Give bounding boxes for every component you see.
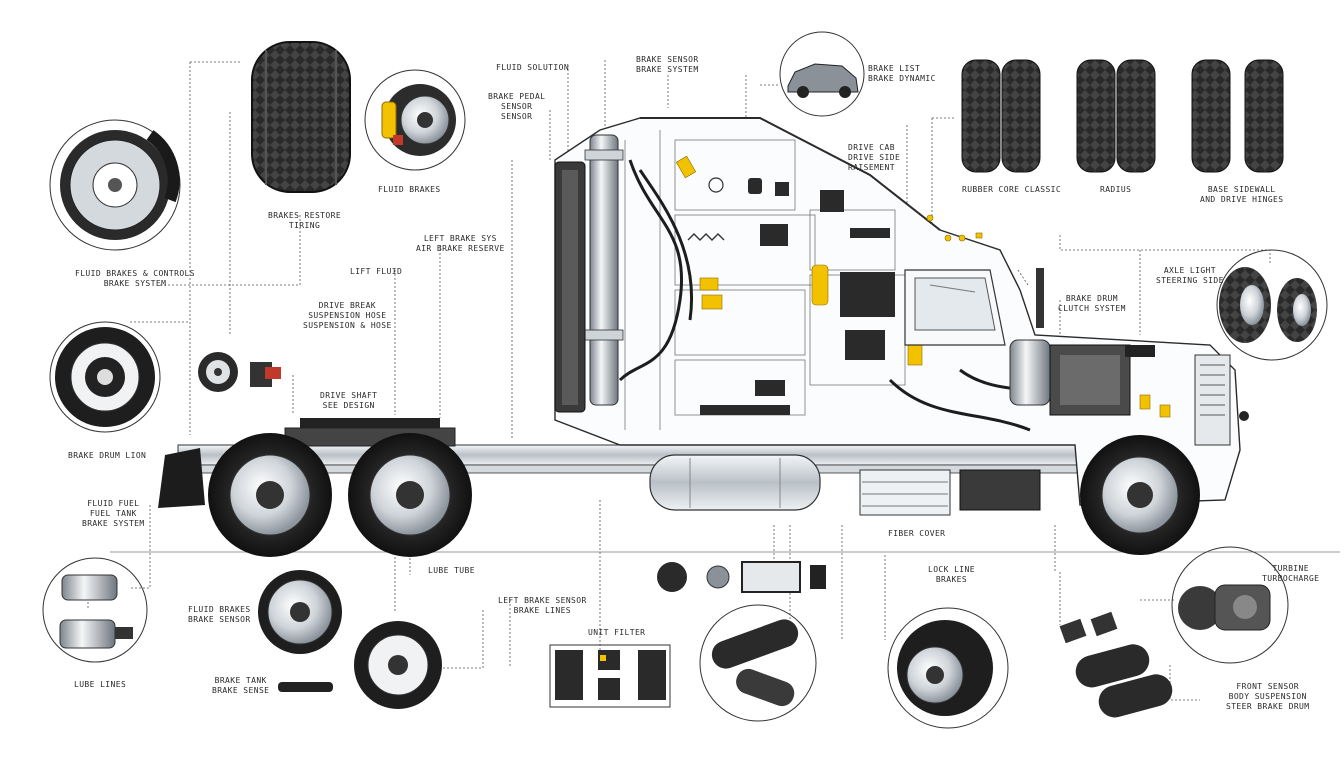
label-fiber-cover: FIBER COVER xyxy=(888,529,946,538)
drum-brake-icon xyxy=(354,621,442,709)
starter-motor-icon xyxy=(42,557,148,663)
tire-icon xyxy=(251,41,351,193)
rear-wheel-1 xyxy=(208,433,332,557)
semi-truck-cutaway xyxy=(158,117,1249,516)
tire-pair-icon xyxy=(961,59,1284,173)
sedan-car-icon xyxy=(779,31,865,117)
label-brake-drum-lion: BRAKE DRUM LION xyxy=(68,451,147,460)
fitting-icons xyxy=(657,561,826,593)
wheel-rim-icon xyxy=(258,570,342,692)
brake-pads-icon xyxy=(1059,611,1173,718)
fan-icon xyxy=(198,352,238,392)
label-rubber-core: RUBBER CORE CLASSIC xyxy=(962,185,1062,194)
turbo-housing-icon xyxy=(887,607,1009,729)
wheel-hub-icon xyxy=(49,321,161,433)
sensor-icon xyxy=(250,362,281,387)
label-unit-filter: UNIT FILTER xyxy=(588,628,646,637)
electronic-module-icon xyxy=(549,644,671,708)
label-fluid-solution: FLUID SOLUTION xyxy=(496,63,570,72)
brake-disc-icon xyxy=(49,119,181,251)
turbocharger-icon xyxy=(1171,546,1289,664)
rear-wheel-2 xyxy=(348,433,472,557)
label-lift-fluid: LIFT FLUID xyxy=(350,267,403,276)
label-fluid-brakes: FLUID BRAKES xyxy=(378,185,441,194)
label-lube-tube: LUBE TUBE xyxy=(428,566,475,575)
front-wheel-detail-icon xyxy=(1216,249,1328,361)
label-radius: RADIUS xyxy=(1100,185,1132,194)
front-wheel xyxy=(1080,435,1200,555)
label-lube-lines: LUBE LINES xyxy=(74,680,127,689)
exhaust-pipe-icon xyxy=(699,604,817,722)
brake-caliper-icon xyxy=(364,69,466,171)
